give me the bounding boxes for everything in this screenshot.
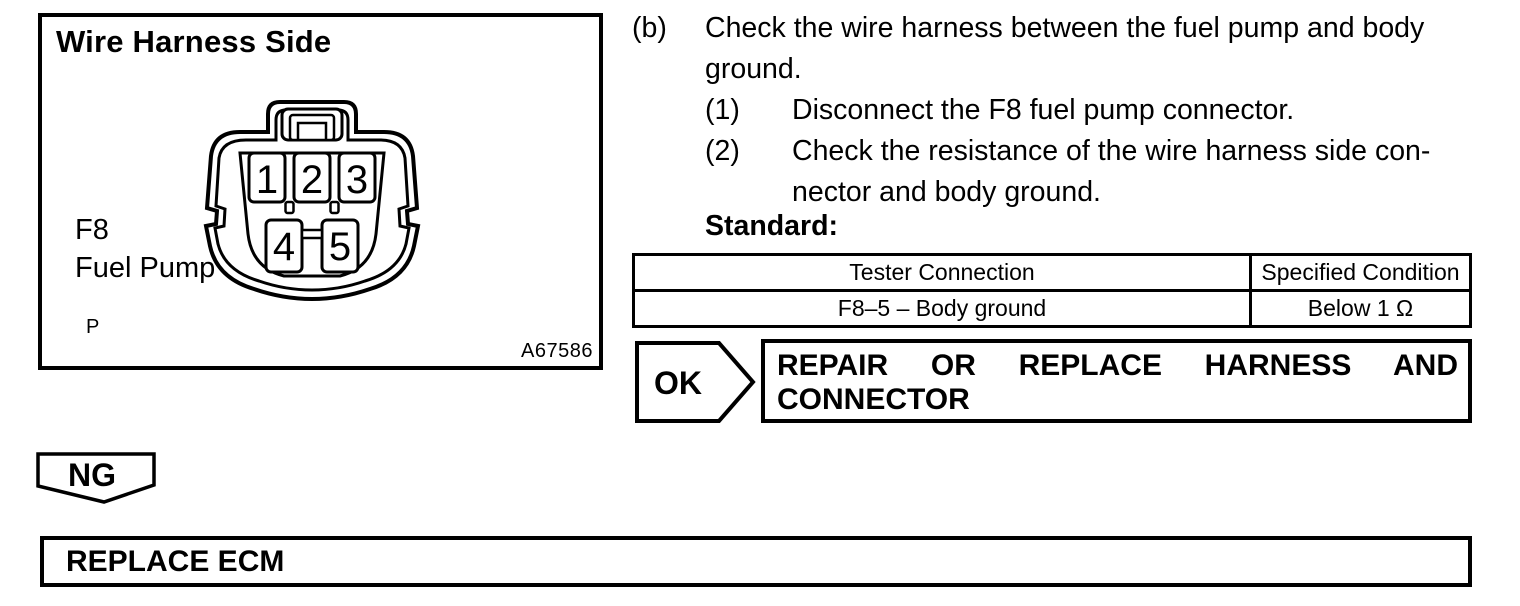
pin-4-number: 4 bbox=[273, 225, 295, 269]
table-cell-tester-connection: F8–5 – Body ground bbox=[635, 292, 1252, 325]
ng-action-box: REPLACE ECM bbox=[40, 536, 1472, 587]
pin-bridge-2 bbox=[329, 200, 340, 215]
ok-arrow-shape bbox=[635, 341, 756, 423]
pin-bridge-1 bbox=[284, 200, 295, 215]
ok-arrow-label: OK bbox=[654, 365, 702, 401]
step-b-line-2: ground. bbox=[705, 53, 802, 85]
ok-action-line-1: REPAIR OR REPLACE HARNESS AND bbox=[777, 349, 1458, 382]
ng-arrow-label: NG bbox=[68, 457, 116, 493]
table-header-tester-connection: Tester Connection bbox=[635, 256, 1252, 292]
figure-reference-code: A67586 bbox=[521, 340, 593, 362]
pin-2-cavity bbox=[292, 151, 332, 204]
ok-action-line-2: CONNECTOR bbox=[777, 383, 970, 416]
pin-1-cavity bbox=[247, 151, 287, 204]
standard-heading: Standard: bbox=[705, 210, 839, 242]
pin-4-cavity bbox=[264, 218, 304, 274]
pin-3-number: 3 bbox=[346, 158, 368, 202]
substep-2-text: Check the resistance of the wire harness… bbox=[792, 131, 1430, 213]
connector-id-label: F8 bbox=[75, 214, 109, 246]
pin-5-number: 5 bbox=[329, 225, 351, 269]
pin-1-number: 1 bbox=[256, 158, 278, 202]
pin-3-cavity bbox=[337, 151, 377, 204]
step-b-label: (b) bbox=[632, 12, 667, 44]
lock-tab-inner bbox=[296, 121, 328, 142]
substep-2-line-2: nector and body ground. bbox=[792, 176, 1101, 208]
wire-harness-figure-box: Wire Harness Side 1 2 3 4 5 F8 Fuel Pump… bbox=[38, 13, 603, 370]
ok-arrow: OK bbox=[635, 341, 756, 423]
pin-5-cavity bbox=[320, 218, 360, 274]
substep-1-label: (1) bbox=[705, 94, 740, 126]
ng-arrow-shape bbox=[36, 452, 156, 504]
ng-arrow: NG bbox=[36, 452, 156, 504]
pin-2-number: 2 bbox=[301, 158, 323, 202]
step-b-text: Check the wire harness between the fuel … bbox=[705, 8, 1424, 90]
step-b-line-1: Check the wire harness between the fuel … bbox=[705, 12, 1425, 44]
specification-table: Tester Connection Specified Condition F8… bbox=[632, 253, 1472, 328]
ok-action-box: REPAIR OR REPLACE HARNESS AND CONNECTOR bbox=[761, 339, 1472, 423]
ng-action-text: REPLACE ECM bbox=[66, 545, 285, 578]
table-cell-specified-condition: Below 1 Ω bbox=[1307, 295, 1414, 321]
substep-1-text: Disconnect the F8 fuel pump connector. bbox=[792, 94, 1295, 126]
pin-4-5-bar bbox=[300, 228, 324, 240]
substep-2-line-1: Check the resistance of the wire harness… bbox=[792, 135, 1431, 167]
figure-title: Wire Harness Side bbox=[56, 24, 332, 59]
table-header-specified-condition: Specified Condition bbox=[1252, 256, 1469, 292]
connector-color-code: P bbox=[86, 316, 100, 338]
connector-name-label: Fuel Pump bbox=[75, 252, 216, 284]
substep-2-label: (2) bbox=[705, 135, 740, 167]
connector-diagram: 1 2 3 4 5 bbox=[203, 100, 421, 302]
